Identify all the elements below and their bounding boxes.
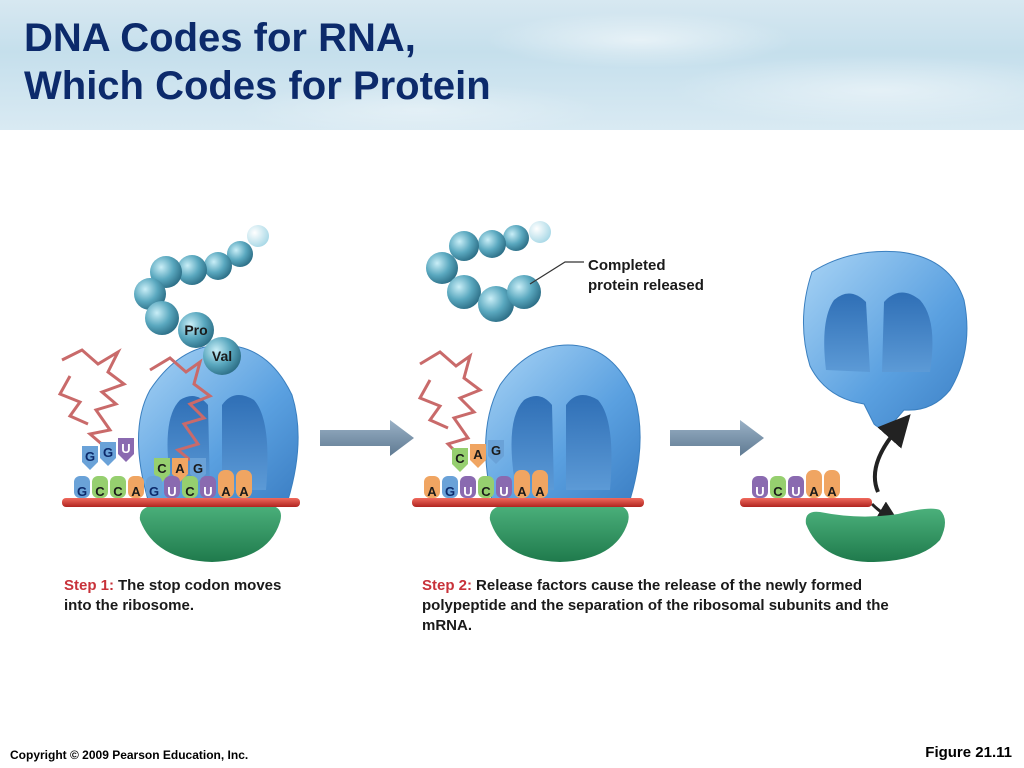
title-line-1: DNA Codes for RNA, [24,16,416,60]
anticodon-base: G [491,443,501,458]
trna-exiting [417,350,484,458]
slide-title: DNA Codes for RNA, Which Codes for Prote… [24,14,491,110]
small-ribosomal-subunit [139,505,281,562]
mrna-base: C [773,484,783,499]
callout-protein-released: protein released [588,277,704,294]
step-2-caption: Step 2:Release factors cause the release… [422,576,942,636]
step-2-label: Step 2: [422,577,473,594]
trna2-anticodon: C A G [154,458,206,482]
mrna-base: A [809,484,819,499]
amino-acid [426,252,458,284]
mrna-strand [740,498,872,507]
amino-acid [529,221,551,243]
callout-leader-line [529,261,584,285]
callout-completed-protein: Completed [588,257,666,274]
anticodon-base: A [473,447,483,462]
ribosome-a-site [566,395,612,490]
step-1-label: Step 1: [64,577,115,594]
mrna-base: C [185,484,195,499]
panel-3: U C U A A [740,250,968,562]
amino-acid-pro [178,312,214,348]
amino-acid [449,231,479,261]
step-1-text: The stop codon moves into the ribosome. [64,577,282,614]
title-banner: DNA Codes for RNA, Which Codes for Prote… [0,0,1024,130]
amino-acid [204,252,232,280]
mrna-base: G [77,484,87,499]
mrna-base: A [131,484,141,499]
mrna-base: G [149,484,159,499]
anticodon-base: G [85,449,95,464]
translation-termination-diagram: Pro Val G G U C A G [57,221,968,562]
anticodon-base: G [103,445,113,460]
mrna-bases-panel2: A G U C U A A [424,470,548,499]
panel-1: Pro Val G G U C A G [57,225,300,562]
mrna-base: A [827,484,837,499]
mrna-base: G [445,484,455,499]
anticodon-base: U [121,441,130,456]
mrna-base: A [239,484,249,499]
mrna-base: A [427,484,437,499]
mrna-base: A [535,484,545,499]
mrna-base: C [113,484,123,499]
anticodon-base: C [157,461,167,476]
aa-label-val: Val [212,348,232,364]
mrna-bases-panel1: G C C A G U C U A A [74,470,252,499]
amino-acid [503,225,529,251]
title-line-2: Which Codes for Protein [24,64,491,108]
released-subunit-cavity [882,292,933,372]
amino-acid [177,255,207,285]
amino-acid [507,275,541,309]
copyright-notice: Copyright © 2009 Pearson Education, Inc. [10,748,249,762]
mrna-strand [412,498,644,507]
amino-acid-val [203,337,241,375]
mrna-base: A [517,484,527,499]
trna-anticodon-panel2: C A G [452,440,504,472]
ribosome-a-site [222,395,268,490]
polypeptide-chain: Pro Val [134,225,269,375]
mrna-base: A [221,484,231,499]
step-2-text: Release factors cause the release of the… [422,577,889,634]
small-ribosomal-subunit [489,505,629,562]
trna-exiting [57,348,128,448]
mrna-base: U [499,484,508,499]
mrna-bases-panel3: U C U A A [752,470,840,499]
amino-acid [478,230,506,258]
mrna-strand [62,498,300,507]
subunit-release-arrow [872,414,911,493]
step-arrow-2 [670,420,764,456]
mrna-base: C [95,484,105,499]
mrna-base: C [481,484,491,499]
mrna-base: U [791,484,800,499]
mrna-base: U [755,484,764,499]
released-small-subunit [805,508,945,562]
anticodon-base: G [193,461,203,476]
trna1-anticodon: G G U [82,438,134,470]
mrna-base: U [167,484,176,499]
released-subunit-cavity [824,293,870,372]
anticodon-base: A [175,461,185,476]
panel-2: Completed protein released C A G A G U C… [412,221,704,562]
amino-acid [227,241,253,267]
step-1-caption: Step 1:The stop codon moves into the rib… [64,576,304,616]
anticodon-base: C [455,451,465,466]
amino-acid [145,301,179,335]
aa-label-pro: Pro [184,322,207,338]
step-arrow-1 [320,420,414,456]
amino-acid [150,256,182,288]
released-polypeptide [426,221,551,322]
trna-p-site [149,356,214,462]
ribosome-p-site [511,396,554,490]
mrna-base: U [203,484,212,499]
amino-acid [247,225,269,247]
figure-number: Figure 21.11 [925,744,1012,761]
mrna-base: U [463,484,472,499]
amino-acid [447,275,481,309]
amino-acid [478,286,514,322]
